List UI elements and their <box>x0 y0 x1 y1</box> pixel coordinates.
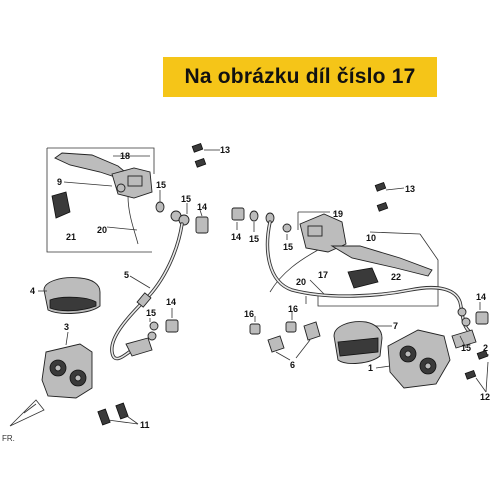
bolts-13-left <box>191 142 220 168</box>
label-15: 15 <box>146 308 156 318</box>
label-10: 10 <box>366 233 376 243</box>
label-12: 12 <box>480 392 490 402</box>
left-brake-caliper <box>41 331 93 399</box>
front-direction-arrow <box>9 399 45 427</box>
part-number-banner: Na obrázku díl číslo 17 <box>163 57 437 97</box>
label-20: 20 <box>296 277 306 287</box>
label-14: 14 <box>197 202 207 212</box>
fittings-caliper-left <box>147 308 179 341</box>
right-master-cylinder <box>299 213 347 253</box>
label-15: 15 <box>283 242 293 252</box>
label-13: 13 <box>220 145 230 155</box>
label-16: 16 <box>244 309 254 319</box>
label-20: 20 <box>97 225 107 235</box>
left-brake-pad <box>38 277 101 314</box>
label-13: 13 <box>405 184 415 194</box>
label-21: 21 <box>66 232 76 242</box>
label-2: 2 <box>483 343 488 353</box>
fittings-right-lower <box>451 302 489 349</box>
label-front: FR. <box>2 434 15 443</box>
label-19: 19 <box>333 209 343 219</box>
label-14: 14 <box>166 297 176 307</box>
label-1: 1 <box>368 363 373 373</box>
right-lever-group <box>269 211 439 307</box>
label-16: 16 <box>288 304 298 314</box>
left-lever-group <box>46 147 155 253</box>
label-7: 7 <box>393 321 398 331</box>
left-switch <box>51 191 71 219</box>
right-switch <box>347 267 379 289</box>
bolts-13-right <box>374 181 405 212</box>
label-15: 15 <box>181 194 191 204</box>
right-brake-lever <box>330 245 433 277</box>
label-14: 14 <box>231 232 241 242</box>
label-4: 4 <box>30 286 35 296</box>
bolts-2-12 <box>464 349 489 393</box>
label-11: 11 <box>140 420 150 430</box>
fittings-16 <box>249 312 321 361</box>
part-labels: 18 9 15 21 20 13 15 14 5 4 3 14 15 11 13… <box>2 145 490 443</box>
bolts-11 <box>97 402 139 426</box>
right-brake-caliper <box>375 329 451 389</box>
label-17: 17 <box>318 270 328 280</box>
fittings-left <box>155 190 209 234</box>
right-brake-pad <box>333 321 392 364</box>
label-15: 15 <box>461 343 471 353</box>
banner-text: Na obrázku díl číslo 17 <box>184 65 416 88</box>
label-14: 14 <box>476 292 486 302</box>
label-15: 15 <box>249 234 259 244</box>
left-box-frame <box>46 148 152 253</box>
label-18: 18 <box>120 151 130 161</box>
label-9: 9 <box>57 177 62 187</box>
label-5: 5 <box>124 270 129 280</box>
left-brake-hose <box>110 222 184 361</box>
label-15: 15 <box>156 180 166 190</box>
label-6: 6 <box>290 360 295 370</box>
label-22: 22 <box>391 272 401 282</box>
label-3: 3 <box>64 322 69 332</box>
